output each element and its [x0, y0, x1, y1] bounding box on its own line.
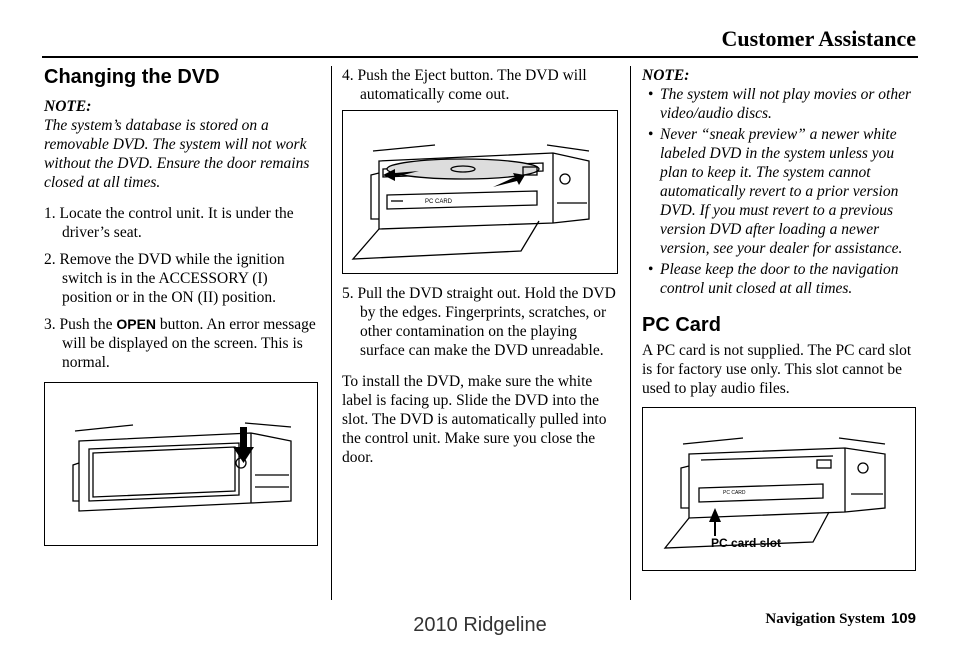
install-instructions: To install the DVD, make sure the white … [342, 373, 607, 466]
arrow-down-icon [233, 427, 254, 463]
list-item: Please keep the door to the navigation c… [642, 260, 920, 298]
notes-list: The system will not play movies or other… [642, 85, 920, 298]
step-4: 4. Push the Eject button. The DVD will a… [342, 67, 587, 103]
note-text: The system’s database is stored on a rem… [44, 117, 310, 191]
step-2: 2. Remove the DVD while the ignition swi… [44, 251, 285, 306]
arrow-up-icon [709, 508, 721, 536]
column-divider-2 [630, 66, 631, 600]
note-label-2: NOTE: [642, 67, 690, 84]
step-3: 3. Push the OPEN button. An error messag… [44, 316, 316, 371]
step-1: 1. Locate the control unit. It is under … [44, 205, 294, 241]
pc-card-body: A PC card is not supplied. The PC card s… [642, 342, 912, 397]
figure-control-unit-open [44, 382, 318, 546]
pc-card-slot-caption: PC card slot [711, 536, 782, 550]
pc-card-label-small-2: PC CARD [723, 490, 746, 496]
section-heading-pc-card: PC Card [642, 314, 721, 336]
page-footer: Navigation System 109 [765, 610, 916, 628]
figure-dvd-eject: PC CARD [342, 110, 618, 274]
step-5: 5. Pull the DVD straight out. Hold the D… [342, 285, 616, 359]
page-header-title: Customer Assistance [721, 26, 916, 51]
page-number: 109 [890, 610, 916, 627]
footer-label: Navigation System [765, 611, 885, 627]
note-label: NOTE: [44, 98, 92, 115]
open-button-label: OPEN [116, 316, 157, 332]
section-heading-changing-dvd: Changing the DVD [44, 66, 220, 88]
column-2: 4. Push the Eject button. The DVD will a… [342, 66, 622, 476]
pc-card-label-small: PC CARD [425, 199, 453, 205]
pc-card-slot-illustration: PC CARD [663, 437, 886, 549]
column-3: NOTE: The system will not play movies or… [642, 66, 920, 581]
column-divider-1 [331, 66, 332, 600]
dvd-eject-illustration: PC CARD [351, 144, 590, 260]
header-rule [42, 56, 918, 58]
list-item: The system will not play movies or other… [642, 85, 920, 123]
watermark: 2010 Ridgeline [413, 614, 547, 636]
column-1: Changing the DVD NOTE: The system’s data… [44, 66, 320, 556]
eject-arrow-icon [383, 169, 525, 187]
control-unit-illustration [72, 422, 292, 512]
list-item: Never “sneak preview” a newer white labe… [642, 125, 920, 258]
figure-pc-card-slot: PC CARD PC card slot [642, 407, 916, 571]
